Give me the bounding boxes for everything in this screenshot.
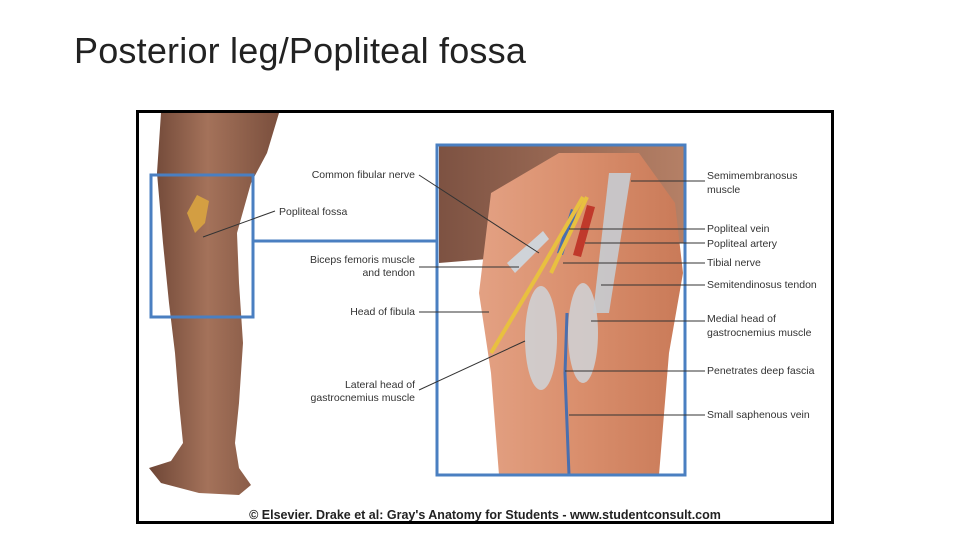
- label-tibial-nerve: Tibial nerve: [707, 257, 761, 269]
- medial-gastrocnemius-tendon: [568, 283, 598, 383]
- label-semimembranosus-2: muscle: [707, 184, 740, 196]
- label-popliteal-vein: Popliteal vein: [707, 223, 770, 235]
- label-semimembranosus: Semimembranosus: [707, 170, 797, 182]
- label-popliteal-fossa: Popliteal fossa: [279, 206, 347, 218]
- label-biceps-femoris-2: and tendon: [362, 267, 415, 279]
- label-popliteal-artery: Popliteal artery: [707, 238, 778, 250]
- anatomy-figure: Common fibular nerve Popliteal fossa Bic…: [136, 110, 834, 524]
- anatomy-illustration: Common fibular nerve Popliteal fossa Bic…: [139, 113, 831, 521]
- leg-silhouette: [149, 113, 279, 495]
- label-head-of-fibula: Head of fibula: [350, 306, 415, 318]
- label-penetrates-deep-fascia: Penetrates deep fascia: [707, 365, 815, 377]
- label-medial-gastrocnemius: Medial head of: [707, 313, 776, 325]
- detail-panel: [437, 145, 685, 475]
- label-lateral-gastrocnemius-2: gastrocnemius muscle: [311, 392, 416, 404]
- label-lateral-gastrocnemius: Lateral head of: [345, 379, 415, 391]
- label-semitendinosus: Semitendinosus tendon: [707, 279, 817, 291]
- copyright-credit: © Elsevier. Drake et al: Gray's Anatomy …: [139, 508, 831, 522]
- label-biceps-femoris: Biceps femoris muscle: [310, 254, 415, 266]
- slide-title: Posterior leg/Popliteal fossa: [74, 30, 526, 72]
- label-small-saphenous-vein: Small saphenous vein: [707, 409, 810, 421]
- label-medial-gastrocnemius-2: gastrocnemius muscle: [707, 327, 812, 339]
- label-common-fibular-nerve: Common fibular nerve: [312, 169, 415, 181]
- lateral-gastrocnemius-tendon: [525, 286, 557, 390]
